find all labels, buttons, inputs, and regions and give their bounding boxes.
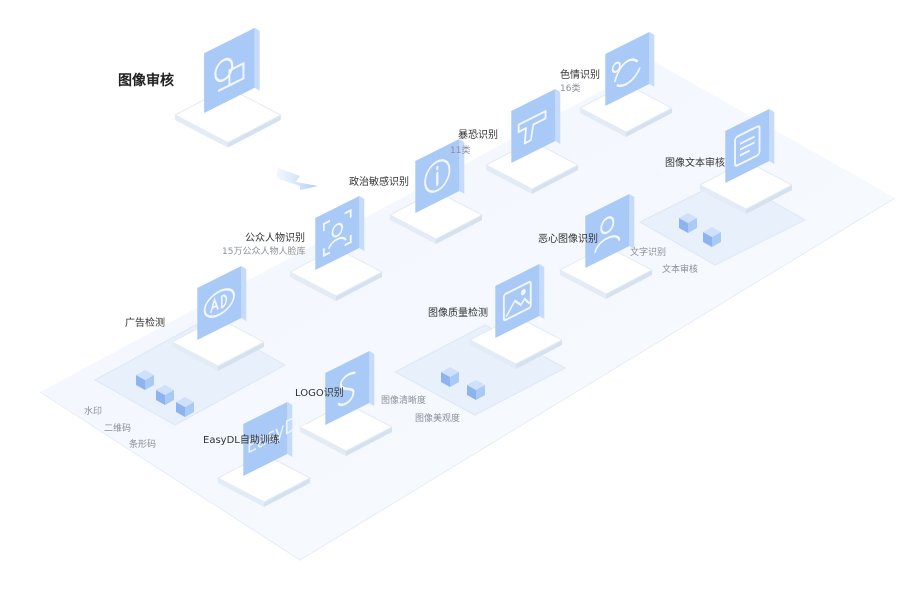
main-icon [214, 57, 245, 93]
terror-module [484, 89, 580, 194]
text-audit-item-review: 文本审核 [662, 265, 699, 275]
base-right-side [626, 108, 672, 137]
screen-edge [555, 89, 561, 144]
screen-edge [629, 194, 635, 249]
screen-edge [539, 264, 545, 319]
main-module [173, 27, 282, 148]
floor-edge [39, 197, 896, 561]
porn-module [578, 32, 674, 137]
terror-label: 暴恐识别 [458, 130, 498, 141]
hand-icon [611, 58, 641, 88]
disgust-module [558, 194, 654, 299]
screen-edge [287, 402, 293, 457]
flow-arrow [276, 168, 318, 190]
screen-face [243, 402, 288, 476]
base-right-side [218, 342, 264, 371]
screen-edge [359, 196, 365, 251]
gun-icon [517, 110, 547, 145]
person-icon [594, 216, 621, 254]
base-right-side [264, 478, 310, 507]
base-right-side [746, 185, 792, 214]
info-icon [424, 159, 451, 193]
public-figure-module [288, 196, 384, 301]
logo-label: LOGO识别 [295, 388, 344, 399]
cube-aesthetics [467, 380, 485, 400]
document-icon [734, 125, 761, 167]
base-right-side [436, 215, 482, 244]
easydl-module: EasyDL [216, 402, 312, 507]
screen-edge [769, 109, 775, 164]
base-left-side [218, 478, 264, 507]
quality-module [468, 264, 564, 369]
porn-label: 色情识别 [560, 70, 600, 81]
ad-item-barcode: 条形码 [129, 440, 157, 450]
screen-edge [369, 351, 375, 406]
screen-edge [254, 27, 260, 91]
base-left-side [300, 427, 346, 456]
base-right-side [336, 272, 382, 301]
face-scan-icon [322, 208, 352, 258]
cube-qrcode [156, 385, 174, 405]
page-title: 图像审核 [118, 73, 174, 89]
cube-ocr [679, 213, 697, 233]
quality-item-aesthetics: 图像美观度 [415, 414, 461, 424]
base-left-side [560, 270, 606, 299]
base-right-side [516, 340, 562, 369]
quality-item-clarity: 图像清晰度 [381, 396, 427, 406]
easydl-label: EasyDL自助训练 [203, 435, 280, 446]
text-audit-module [698, 109, 794, 214]
cube-text-review [703, 227, 721, 247]
public-figure-sub: 15万公众人物人脸库 [222, 247, 306, 257]
base-left-side [172, 342, 218, 371]
screen-face [197, 266, 242, 340]
cube-barcode [176, 397, 194, 417]
text-audit-item-ocr: 文字识别 [630, 248, 667, 258]
base-left-side [175, 115, 228, 148]
politics-module [388, 139, 484, 244]
screen-face [315, 196, 360, 270]
screen-edge [241, 266, 247, 321]
quality-label: 图像质量检测 [428, 308, 488, 319]
image-icon [502, 280, 532, 322]
screen-face [605, 32, 650, 106]
ad-item-qrcode: 二维码 [104, 424, 132, 434]
base-right-side [606, 270, 652, 299]
politics-label: 政治敏感识别 [349, 177, 409, 188]
disgust-label: 恶心图像识别 [538, 234, 598, 245]
base-left-side [390, 215, 436, 244]
cube-watermark [136, 370, 154, 390]
terror-sub: 11类 [450, 146, 471, 156]
screen-edge [649, 32, 655, 87]
base-left-side [290, 272, 336, 301]
porn-sub: 16类 [560, 84, 581, 94]
logo-module [298, 351, 394, 456]
base-left-side [700, 185, 746, 214]
logo-s-icon [337, 371, 356, 407]
screen-edge [459, 139, 465, 194]
base-left-side [580, 108, 626, 137]
base-right-side [532, 165, 578, 194]
text-audit-label: 图像文本审核 [665, 158, 725, 169]
base-left-side [486, 165, 532, 194]
ad-module [170, 266, 266, 371]
public-figure-label: 公众人物识别 [245, 233, 305, 244]
cube-clarity [441, 367, 459, 387]
ad-icon [203, 288, 235, 318]
base-right-side [346, 427, 392, 456]
base-right-side [227, 115, 281, 148]
base-left-side [470, 340, 516, 369]
ad-label: 广告检测 [125, 318, 165, 329]
ad-item-watermark: 水印 [84, 407, 103, 417]
